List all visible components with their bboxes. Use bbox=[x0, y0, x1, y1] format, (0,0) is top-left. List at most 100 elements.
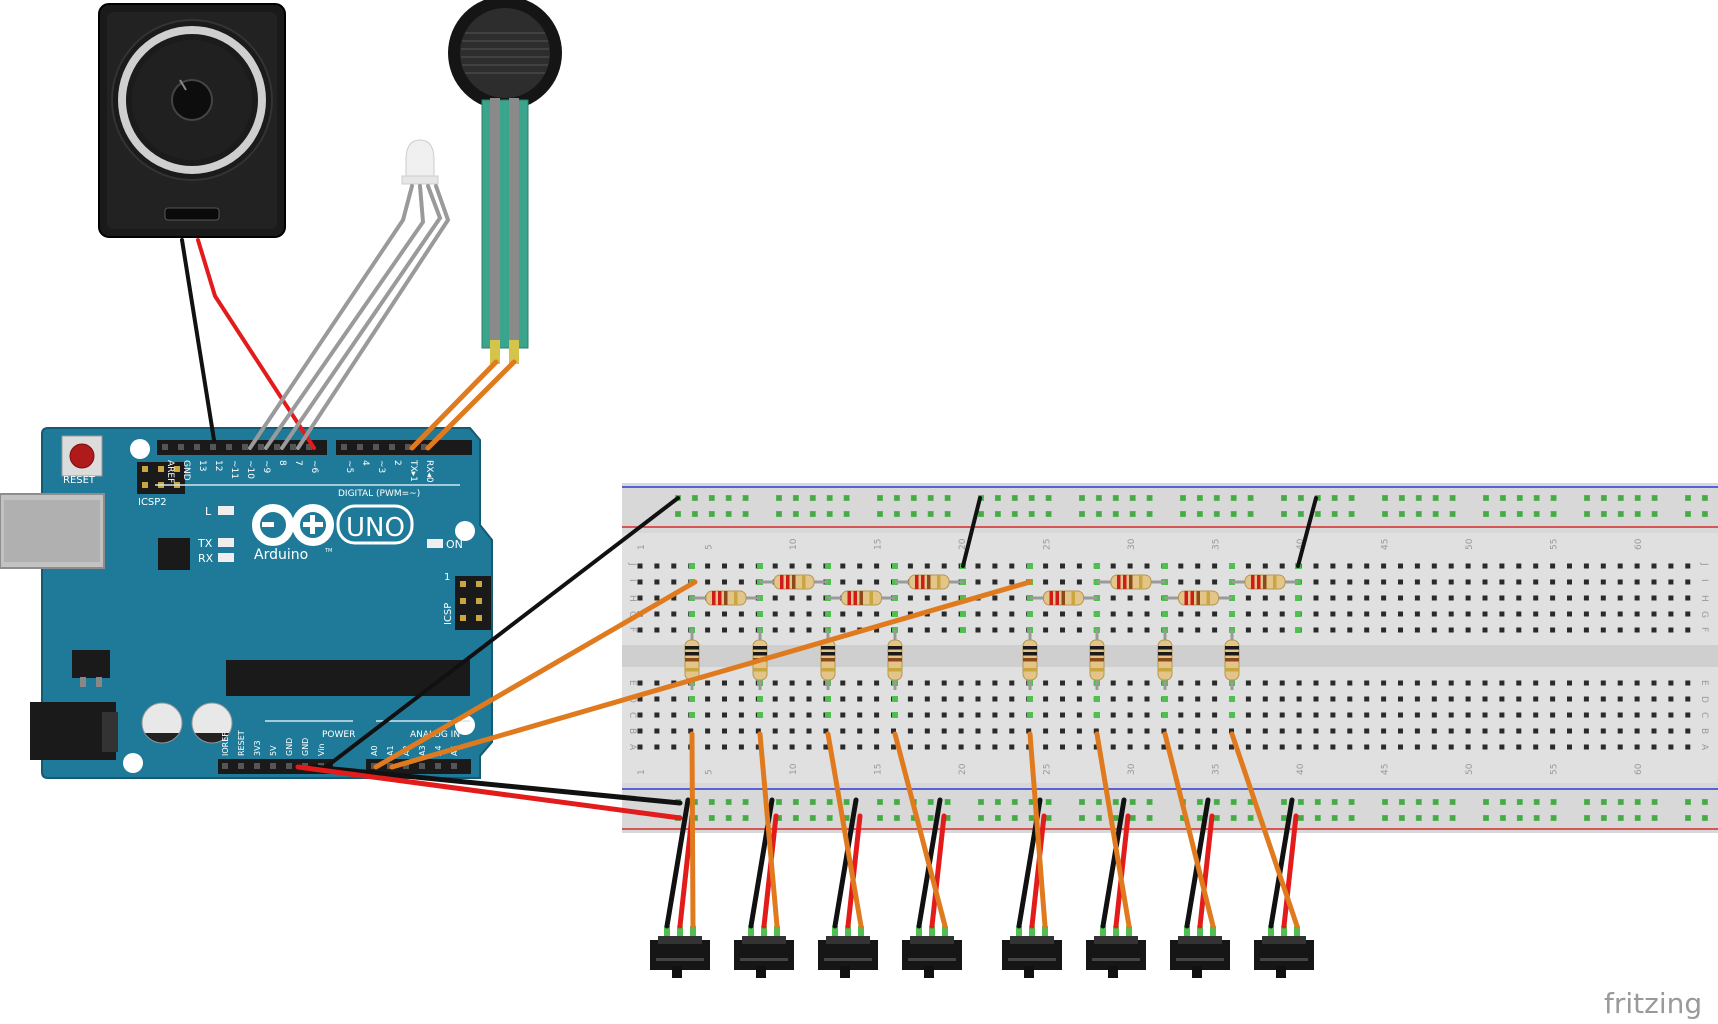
switch-wire-signal bbox=[825, 731, 864, 929]
led-on-label: ON bbox=[446, 538, 463, 551]
header-pin bbox=[210, 444, 216, 450]
power-pin-label: IOREF bbox=[221, 732, 230, 756]
column-number: 60 bbox=[1634, 763, 1644, 775]
digital-pin-label: TX▸1 bbox=[408, 459, 418, 482]
column-number: 50 bbox=[1465, 538, 1475, 550]
wire-sensor-2 bbox=[425, 359, 517, 451]
row-letter: F bbox=[1699, 627, 1709, 632]
header-pin bbox=[254, 763, 260, 769]
row-letter: E bbox=[627, 680, 637, 686]
column-number: 25 bbox=[1043, 539, 1053, 550]
analog-pin-label: A1 bbox=[386, 745, 395, 756]
header-pin bbox=[435, 763, 441, 769]
switch-wire-signal bbox=[1229, 731, 1300, 929]
resistor bbox=[1030, 590, 1097, 606]
digital-pin-label: 2 bbox=[392, 460, 402, 466]
resistor bbox=[895, 574, 963, 590]
row-letter: I bbox=[1699, 579, 1709, 582]
switch-wire-vcc bbox=[1197, 813, 1215, 929]
wire-sensor-1 bbox=[409, 359, 499, 451]
digital-pin-label: ~10 bbox=[245, 460, 255, 479]
wire-jumper-1 bbox=[961, 496, 982, 568]
digital-pin-label: 4 bbox=[360, 460, 370, 466]
slide-switch bbox=[1002, 926, 1062, 978]
row-letter: G bbox=[627, 611, 637, 618]
digital-pin-label: ~11 bbox=[229, 460, 239, 479]
slide-switches bbox=[650, 926, 1314, 978]
led-tx-label: TX bbox=[197, 537, 213, 550]
resistor bbox=[1157, 630, 1173, 690]
wire-gnd-to-breadboard bbox=[324, 496, 680, 769]
header-pin bbox=[270, 763, 276, 769]
header-pin bbox=[451, 763, 457, 769]
wire-led-leg-4 bbox=[296, 184, 451, 450]
digital-pin-label: RX◂0 bbox=[424, 460, 434, 483]
column-number: 1 bbox=[637, 769, 647, 775]
header-pin bbox=[286, 763, 292, 769]
reset-label: RESET bbox=[63, 475, 96, 486]
switch-wire-signal bbox=[1094, 731, 1132, 929]
switch-wires bbox=[664, 731, 1300, 929]
header-pin bbox=[341, 444, 347, 450]
switch-wire-vcc bbox=[677, 813, 695, 929]
column-number: 20 bbox=[958, 763, 968, 775]
power-pin-label: Vin bbox=[317, 743, 326, 756]
wire-analog-to-breadboard-2 bbox=[389, 579, 1033, 770]
row-letter: B bbox=[627, 728, 637, 734]
digital-pin-label: ~6 bbox=[309, 460, 319, 474]
digital-header-pins bbox=[162, 444, 427, 450]
column-number: 60 bbox=[1634, 538, 1644, 550]
power-pin-label: GND bbox=[301, 738, 310, 756]
switch-wire-signal bbox=[757, 731, 780, 929]
slide-switch bbox=[734, 926, 794, 978]
fritzing-logo: fritzing bbox=[1604, 987, 1702, 1020]
header-pin bbox=[162, 444, 168, 450]
arduino-infinity-logo bbox=[252, 504, 334, 546]
digital-pin-label: ~9 bbox=[261, 460, 271, 474]
resistor bbox=[760, 574, 828, 590]
column-number: 35 bbox=[1212, 539, 1222, 550]
digital-pwm-label: DIGITAL (PWM=~) bbox=[338, 489, 420, 499]
row-letter: F bbox=[627, 627, 637, 632]
column-number: 55 bbox=[1550, 539, 1560, 550]
column-number: 10 bbox=[789, 538, 799, 550]
column-number: 15 bbox=[874, 539, 884, 550]
power-pin-label: 5V bbox=[269, 745, 278, 756]
wire-led-leg-2 bbox=[264, 184, 426, 450]
slide-switch bbox=[650, 926, 710, 978]
switch-wire-signal bbox=[892, 731, 948, 929]
resistor bbox=[1089, 630, 1105, 690]
row-letter: H bbox=[627, 595, 637, 602]
digital-pin-label: ~5 bbox=[344, 460, 354, 473]
icsp-pin1-label: 1 bbox=[444, 572, 450, 583]
arduino-brand-label: Arduino bbox=[254, 547, 308, 563]
switch-wire-signal bbox=[1027, 731, 1048, 929]
column-number: 55 bbox=[1550, 764, 1560, 775]
trademark-label: TM bbox=[324, 548, 332, 554]
header-pin bbox=[403, 763, 409, 769]
arduino-uno-board bbox=[0, 427, 493, 779]
column-number: 45 bbox=[1381, 539, 1391, 550]
header-pin bbox=[405, 444, 411, 450]
resistor bbox=[828, 590, 895, 606]
header-pin bbox=[306, 444, 312, 450]
force-sensor bbox=[448, 0, 562, 364]
slide-switch bbox=[902, 926, 962, 978]
column-number: 50 bbox=[1465, 763, 1475, 775]
switch-wire-gnd bbox=[1268, 797, 1295, 929]
header-pin bbox=[389, 444, 395, 450]
column-number: 30 bbox=[1127, 538, 1137, 550]
resistor bbox=[1232, 574, 1298, 590]
resistor bbox=[1165, 590, 1232, 606]
slide-switch bbox=[818, 926, 878, 978]
wire-speaker-signal bbox=[196, 238, 316, 450]
icsp-label: ICSP bbox=[443, 603, 454, 625]
digital-pin-label: 13 bbox=[197, 460, 207, 471]
digital-pin-label: 12 bbox=[213, 460, 223, 471]
row-letter: B bbox=[1699, 728, 1709, 734]
column-number: 15 bbox=[874, 764, 884, 775]
